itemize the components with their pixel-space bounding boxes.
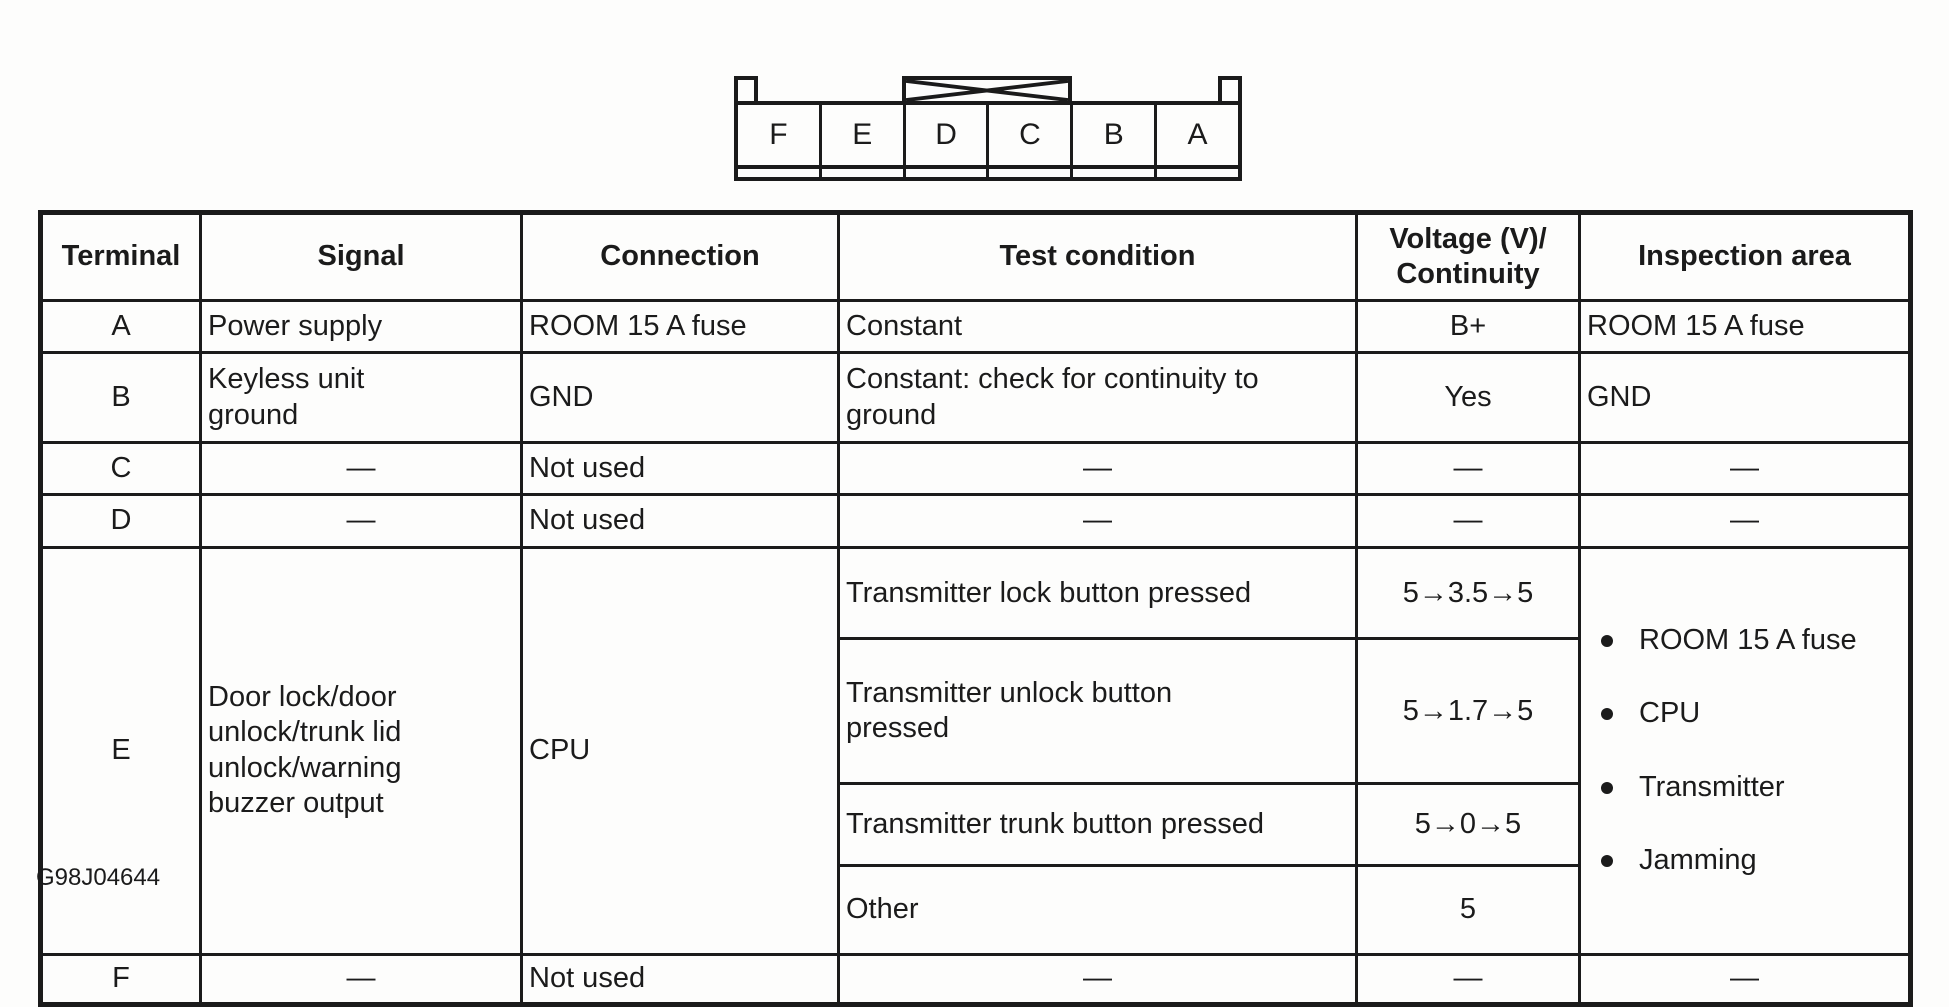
cell-connection: ROOM 15 A fuse <box>520 299 840 354</box>
cell-connection: Not used <box>520 952 840 1006</box>
cell-connection: CPU <box>520 546 840 956</box>
cell-terminal: C <box>39 441 202 496</box>
table-row-terminal-b: B Keyless unit ground GND Constant: chec… <box>39 351 1912 444</box>
table-row-terminal-a: A Power supply ROOM 15 A fuse Constant B… <box>39 299 1912 354</box>
terminal-spec-table: Terminal Signal Connection Test conditio… <box>38 210 1913 1007</box>
list-item: Jamming <box>1601 842 1902 880</box>
cell-inspection: GND <box>1578 351 1912 444</box>
header-inspection-area: Inspection area <box>1578 211 1912 302</box>
table-row-terminal-e-unlock: Transmitter unlock button pressed 5→1.7→… <box>41 637 1911 786</box>
cell-signal: — <box>199 493 523 549</box>
table-row-terminal-d: D — Not used — — — <box>39 493 1912 549</box>
cell-test-condition: Transmitter lock button pressed <box>837 545 1358 641</box>
connector-body: F E D C B A <box>734 101 1242 169</box>
cell-voltage: 5→1.7→5 <box>1355 637 1581 786</box>
cell-test-condition: — <box>837 952 1358 1006</box>
cell-inspection: — <box>1578 952 1912 1006</box>
inspection-item-label: CPU <box>1639 697 1701 730</box>
cell-test-condition: Transmitter trunk button pressed <box>837 782 1358 868</box>
connector-terminal-d: D <box>906 105 990 165</box>
table-row-terminal-e-lock: E Door lock/door unlock/trunk lid unlock… <box>39 545 1912 956</box>
bullet-icon <box>1601 854 1613 867</box>
cell-signal: Keyless unit ground <box>199 351 523 444</box>
cell-voltage: — <box>1355 493 1581 549</box>
table-row-terminal-e-other: Other 5 <box>41 864 1911 956</box>
cell-connection: GND <box>520 351 840 444</box>
connector-left-lock-tab <box>734 76 758 101</box>
table-row-terminal-f: F — Not used — — — <box>39 952 1912 1006</box>
connector-right-lock-tab <box>1218 76 1242 101</box>
cell-voltage: — <box>1355 952 1581 1006</box>
table-header-row: Terminal Signal Connection Test conditio… <box>39 211 1912 302</box>
list-item: CPU <box>1601 695 1902 733</box>
connector-terminal-f: F <box>738 105 822 165</box>
cell-inspection: — <box>1578 493 1912 549</box>
header-voltage-continuity: Voltage (V)/ Continuity <box>1355 211 1581 302</box>
cell-voltage: 5 <box>1355 864 1581 956</box>
cell-signal: — <box>199 441 523 496</box>
cell-inspection: ROOM 15 A fuse CPU Transmitter Jamming <box>1578 546 1912 956</box>
cross-hatch-icon <box>906 80 1068 101</box>
cell-voltage: 5→0→5 <box>1355 782 1581 868</box>
cell-voltage: — <box>1355 441 1581 496</box>
header-test-condition: Test condition <box>837 211 1358 302</box>
cell-test-condition: Transmitter unlock button pressed <box>837 637 1358 786</box>
cell-inspection: ROOM 15 A fuse <box>1578 299 1912 354</box>
header-connection: Connection <box>520 211 840 302</box>
cell-test-condition: Constant: check for continuity to ground <box>837 351 1358 444</box>
cell-signal: — <box>199 952 523 1006</box>
connector-terminal-e: E <box>822 105 906 165</box>
cell-test-condition: Other <box>837 864 1358 956</box>
table-row-terminal-c: C — Not used — — — <box>39 441 1912 496</box>
cell-terminal: F <box>39 952 202 1006</box>
connector-terminal-b: B <box>1073 105 1158 165</box>
list-item: Transmitter <box>1601 769 1902 807</box>
cell-connection: Not used <box>520 493 840 549</box>
bullet-icon <box>1601 634 1613 647</box>
connector-center-latch-tab <box>902 76 1072 101</box>
cell-test-condition: — <box>837 493 1358 549</box>
list-item: ROOM 15 A fuse <box>1601 622 1902 660</box>
connector-diagram: F E D C B A <box>734 76 1242 181</box>
cell-terminal: B <box>39 351 202 444</box>
cell-inspection: — <box>1578 441 1912 496</box>
cell-terminal: D <box>39 493 202 549</box>
cell-test-condition: — <box>837 441 1358 496</box>
cell-signal: Power supply <box>199 299 523 354</box>
figure-code: G98J04644 <box>36 864 161 891</box>
connector-base-strip <box>734 169 1242 181</box>
inspection-bullet-list: ROOM 15 A fuse CPU Transmitter Jamming <box>1587 586 1902 915</box>
inspection-item-label: ROOM 15 A fuse <box>1639 624 1857 657</box>
cell-voltage: B+ <box>1355 299 1581 354</box>
cell-terminal: E <box>39 546 202 956</box>
connector-terminal-c: C <box>989 105 1074 165</box>
header-terminal: Terminal <box>39 211 202 302</box>
inspection-item-label: Jamming <box>1639 844 1757 877</box>
cell-signal: Door lock/door unlock/trunk lid unlock/w… <box>199 546 523 956</box>
bullet-icon <box>1601 708 1613 721</box>
cell-voltage: Yes <box>1355 351 1581 444</box>
table-row-terminal-e-trunk: Transmitter trunk button pressed 5→0→5 <box>41 782 1911 868</box>
cell-terminal: A <box>39 299 202 354</box>
cell-test-condition: Constant <box>837 299 1358 354</box>
connector-terminal-a: A <box>1187 118 1208 151</box>
inspection-item-label: Transmitter <box>1639 770 1785 803</box>
cell-voltage: 5→3.5→5 <box>1355 545 1581 641</box>
header-signal: Signal <box>199 211 523 302</box>
cell-connection: Not used <box>520 441 840 496</box>
bullet-icon <box>1601 781 1613 794</box>
